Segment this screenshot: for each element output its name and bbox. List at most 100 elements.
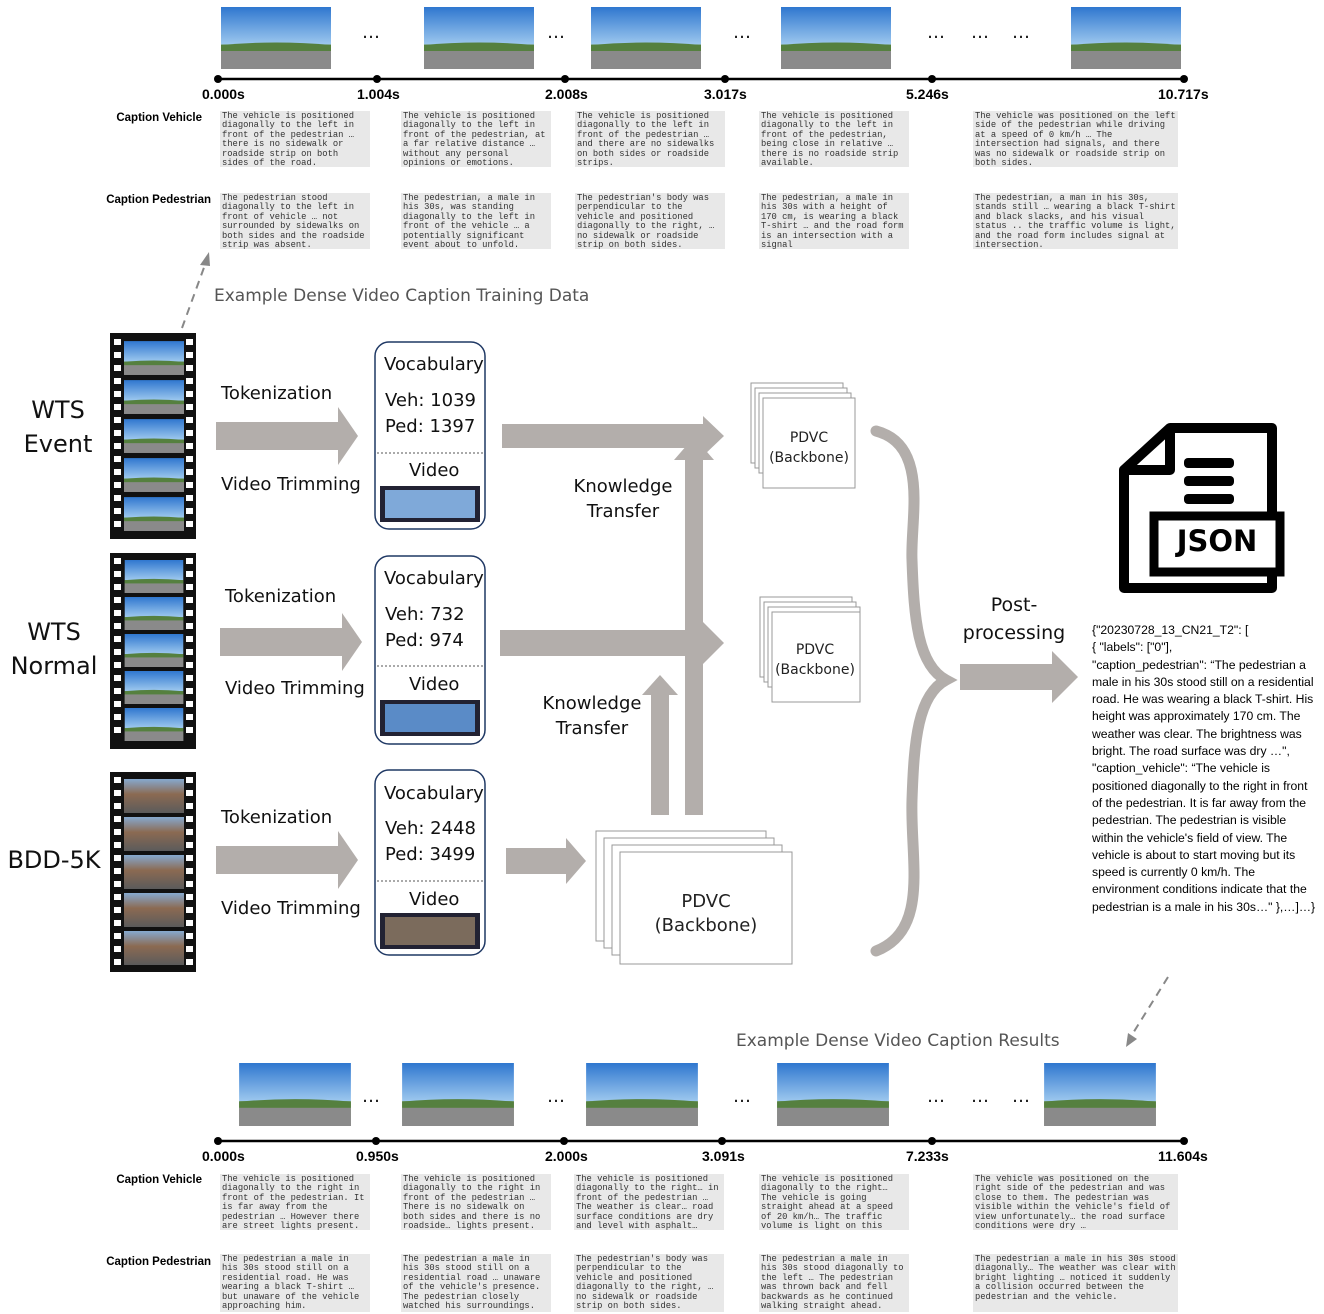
frame-thumbnail xyxy=(402,1063,514,1126)
pedestrian-caption: The pedestrian stood diagonally to the l… xyxy=(220,193,370,249)
json-icon-label: JSON xyxy=(1176,524,1258,558)
arrow-to-pdvc-event xyxy=(502,416,724,456)
vehicle-caption: The vehicle was positioned on the right … xyxy=(973,1174,1178,1230)
timeline-tick xyxy=(214,75,222,83)
film-strip-bdd-5k xyxy=(110,772,196,972)
tokenization-label: Tokenization xyxy=(221,383,333,404)
flow-arrows xyxy=(216,407,1078,889)
ellipsis: … xyxy=(362,1086,380,1107)
timeline-tick xyxy=(214,1137,222,1145)
ellipsis: … xyxy=(1012,1086,1030,1107)
arrow-tokenize-bdd xyxy=(216,831,358,889)
vocab-ped-count: Ped: 1397 xyxy=(385,416,476,437)
results-caption: Example Dense Video Caption Results xyxy=(736,1031,1060,1051)
tokenization-label: Tokenization xyxy=(221,807,333,828)
vocab-veh-count: Veh: 732 xyxy=(385,604,465,625)
timeline-tick xyxy=(560,1137,568,1145)
json-file-icon xyxy=(1119,423,1285,593)
training-data-caption: Example Dense Video Caption Training Dat… xyxy=(214,286,590,306)
vocab-box-normal xyxy=(374,555,486,745)
video-trimming-label: Video Trimming xyxy=(225,678,365,699)
frame-thumbnail xyxy=(221,7,331,69)
frame-thumbnail xyxy=(1044,1063,1156,1126)
timeline-tick xyxy=(561,75,569,83)
timestamp: 0.000s xyxy=(202,1148,245,1164)
vehicle-caption: The vehicle is positioned diagonally to … xyxy=(220,1174,370,1230)
pdvc-stacks xyxy=(595,382,861,965)
pedestrian-caption: The pedestrian a male in his 30s stood d… xyxy=(973,1254,1178,1312)
dataset-name-wts-normal: WTS Normal xyxy=(10,618,98,680)
ellipsis: … xyxy=(733,1086,751,1107)
top-timeline xyxy=(214,75,1188,83)
timestamp: 3.091s xyxy=(702,1148,745,1164)
frame-thumbnail xyxy=(591,7,701,69)
pedestrian-caption: The pedestrian's body was perpendicular … xyxy=(575,193,725,249)
vehicle-caption: The vehicle is positioned diagonally to … xyxy=(574,1174,724,1230)
timestamp: 1.004s xyxy=(357,86,400,102)
frame-thumbnail xyxy=(424,7,534,69)
pedestrian-caption: The pedestrian a male in his 30s stood s… xyxy=(401,1254,551,1312)
knowledge-transfer-arrow-2 xyxy=(642,675,678,815)
caption-pedestrian-label: Caption Pedestrian xyxy=(106,194,211,206)
vehicle-caption: The vehicle is positioned diagonally to … xyxy=(401,1174,551,1230)
video-trimming-label: Video Trimming xyxy=(221,474,361,495)
vocab-box-bdd xyxy=(374,769,486,956)
pdvc-backbone-label: PDVC (Backbone) xyxy=(654,891,758,936)
ellipsis: … xyxy=(1012,22,1030,43)
timeline-tick xyxy=(928,1137,936,1145)
timestamp: 2.008s xyxy=(545,86,588,102)
arrow-post-processing xyxy=(960,651,1078,703)
arrow-tokenize-event xyxy=(216,407,358,465)
timestamp: 7.233s xyxy=(906,1148,949,1164)
vocab-boxes xyxy=(374,341,486,956)
timeline-tick xyxy=(718,1137,726,1145)
ellipsis: … xyxy=(547,1086,565,1107)
video-trimming-label: Video Trimming xyxy=(221,898,361,919)
ellipsis: … xyxy=(362,22,380,43)
timestamp: 3.017s xyxy=(704,86,747,102)
frame-thumbnail xyxy=(239,1063,351,1126)
ellipsis: … xyxy=(971,22,989,43)
pedestrian-caption: The pedestrian, a man in his 30s, stands… xyxy=(973,193,1178,249)
frame-thumbnail xyxy=(1071,7,1181,69)
knowledge-transfer-label: Knowledge Transfer xyxy=(542,693,642,739)
vocab-ped-count: Ped: 3499 xyxy=(385,844,476,865)
pedestrian-caption: The pedestrian a male in his 30s stood s… xyxy=(220,1254,370,1312)
timeline-tick xyxy=(372,1137,380,1145)
vehicle-caption: The vehicle is positioned diagonally to … xyxy=(759,111,909,167)
tokenization-label: Tokenization xyxy=(225,586,337,607)
timeline-tick xyxy=(928,75,936,83)
ellipsis: … xyxy=(927,22,945,43)
vocab-ped-count: Ped: 974 xyxy=(385,630,464,651)
pedestrian-caption: The pedestrian, a male in his 30s, was s… xyxy=(401,193,551,249)
caption-vehicle-label: Caption Vehicle xyxy=(116,1174,202,1186)
frame-thumbnail xyxy=(777,1063,889,1126)
frame-thumbnail xyxy=(781,7,891,69)
ellipsis: … xyxy=(733,22,751,43)
video-label: Video xyxy=(409,460,460,481)
ellipsis: … xyxy=(547,22,565,43)
timeline-tick xyxy=(1180,1137,1188,1145)
pedestrian-caption: The pedestrian, a male in his 30s with a… xyxy=(759,193,909,249)
vehicle-caption: The vehicle was positioned on the left s… xyxy=(973,111,1178,167)
pdvc-backbone-label: PDVC (Backbone) xyxy=(775,642,855,678)
timestamp: 0.950s xyxy=(356,1148,399,1164)
timestamp: 0.000s xyxy=(202,86,245,102)
arrow-tokenize-normal xyxy=(220,613,362,671)
dataset-name-wts-event: WTS Event xyxy=(23,396,93,458)
video-label: Video xyxy=(409,889,460,910)
video-label: Video xyxy=(409,674,460,695)
dashed-arrow-down xyxy=(1126,976,1169,1047)
vehicle-caption: The vehicle is positioned diagonally to … xyxy=(575,111,725,167)
vehicle-caption: The vehicle is positioned diagonally to … xyxy=(401,111,551,167)
merge-brace xyxy=(870,425,958,957)
timeline-tick xyxy=(373,75,381,83)
ellipsis: … xyxy=(971,1086,989,1107)
timestamp: 10.717s xyxy=(1158,86,1209,102)
timeline-tick xyxy=(721,75,729,83)
caption-vehicle-label: Caption Vehicle xyxy=(116,112,202,124)
timestamp: 11.604s xyxy=(1158,1148,1208,1164)
caption-pedestrian-label: Caption Pedestrian xyxy=(106,1256,211,1268)
timestamp: 2.000s xyxy=(545,1148,588,1164)
vocab-title: Vocabulary xyxy=(384,783,484,804)
